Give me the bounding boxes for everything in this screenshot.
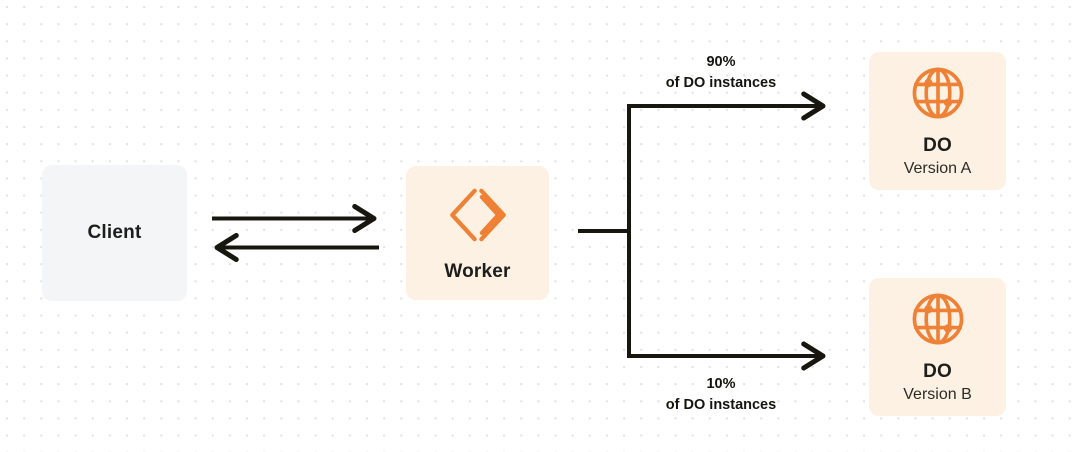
edge-label-10-percent-detail: of DO instances	[665, 396, 777, 413]
node-client[interactable]: Client	[42, 165, 187, 301]
globe-icon	[909, 290, 967, 353]
node-do-version-b[interactable]: DO Version B	[869, 278, 1006, 416]
node-do-b-sublabel: Version B	[903, 386, 972, 404]
node-do-version-a[interactable]: DO Version A	[869, 52, 1006, 190]
node-worker[interactable]: Worker	[406, 166, 549, 300]
edge-label-10-percent: 10% of DO instances	[618, 374, 824, 415]
edge-label-90-percent-value: 90%	[706, 54, 736, 70]
cloudflare-workers-icon	[447, 184, 509, 251]
edge-label-10-percent-value: 10%	[706, 376, 736, 392]
node-worker-label: Worker	[444, 260, 511, 282]
edge-label-90-percent-detail: of DO instances	[665, 74, 777, 91]
globe-icon	[909, 64, 967, 127]
node-do-b-label: DO	[923, 361, 952, 383]
edge-label-90-percent: 90% of DO instances	[618, 52, 824, 93]
node-client-label: Client	[87, 222, 142, 243]
node-do-a-sublabel: Version A	[903, 160, 972, 178]
node-do-a-label: DO	[923, 135, 952, 157]
